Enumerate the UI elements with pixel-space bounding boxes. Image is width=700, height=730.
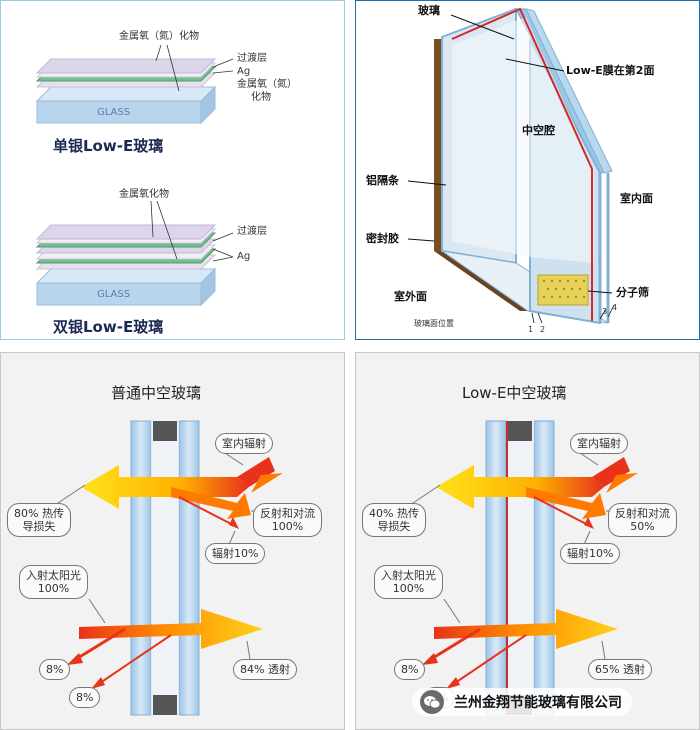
surface-number-3: 3	[602, 307, 608, 316]
normal-reflect-line1: 反射和对流	[260, 507, 315, 520]
normal-indoor-radiation-text: 室内辐射	[222, 437, 266, 450]
normal-radiation-line	[178, 496, 238, 528]
layer-structure-panel: 金属氧（氮）化物 过渡层 Ag 金属氧（氮） 化物 GLASS 单银Low-E玻…	[0, 0, 345, 340]
single-ag-label: Ag	[237, 66, 251, 77]
outdoor-label: 室外面	[394, 290, 427, 303]
normal-panel-title: 普通中空玻璃	[111, 384, 202, 402]
lowe-reflect-a-text: 8%	[401, 663, 419, 676]
double-glass-label: GLASS	[97, 289, 131, 300]
lowe-reflect-a-bubble: 8%	[394, 659, 426, 681]
normal-indoor-radiation-bubble: 室内辐射	[215, 433, 273, 455]
double-top-label: 金属氧化物	[119, 189, 169, 200]
normal-radiation-text: 辐射10%	[212, 547, 259, 560]
lowe-heat-loss-bubble: 40% 热传 导损失	[362, 503, 426, 538]
normal-transmit-text: 84% 透射	[240, 663, 290, 676]
normal-heat-arrow	[81, 465, 249, 509]
lowe-heat-arrow	[436, 465, 604, 509]
molecular-sieve-label: 分子筛	[616, 286, 649, 299]
normal-bottom-spacer	[153, 695, 177, 715]
single-bottom-label-2: 化物	[251, 92, 271, 103]
normal-reflect-a-bubble: 8%	[39, 659, 71, 681]
watermark-text: 兰州金翔节能玻璃有限公司	[454, 695, 622, 711]
normal-reflect-bubble: 反射和对流 100%	[253, 503, 322, 538]
normal-heat-loss-line1: 80% 热传	[14, 507, 64, 520]
lowe-reflect-line2: 50%	[630, 520, 655, 534]
lowe-solar-arrow	[434, 609, 618, 649]
normal-radiation-bubble: 辐射10%	[205, 543, 266, 565]
lowe-heat-loss-line2: 导损失	[377, 520, 411, 534]
layer-stack-drawing	[35, 44, 234, 307]
lowe-reflection-arrow	[526, 487, 606, 519]
double-silver-caption: 双银Low-E玻璃	[53, 318, 164, 336]
lowe-solar-line1: 入射太阳光	[381, 569, 436, 582]
glass-label: 玻璃	[418, 4, 440, 17]
lowe-glass-panel: Low-E中空玻璃 室内辐射 40% 热传 导损失 反射和对流 50% 辐射10…	[355, 352, 700, 730]
surface-number-2: 2	[540, 325, 546, 334]
normal-reflect-b-bubble: 8%	[69, 687, 101, 709]
lowe-film-line	[451, 7, 593, 321]
lowe-indoor-radiation-bubble: 室内辐射	[570, 433, 628, 455]
double-ag-label: Ag	[237, 251, 251, 262]
surface-number-4: 4	[612, 303, 618, 312]
normal-reflect-line2: 100%	[271, 520, 304, 534]
lowe-radiation-text: 辐射10%	[567, 547, 614, 560]
lowe-reflect-bubble: 反射和对流 50%	[608, 503, 677, 538]
surface-number-1: 1	[528, 325, 534, 334]
normal-heat-loss-bubble: 80% 热传 导损失	[7, 503, 71, 538]
spacer-label: 铝隔条	[366, 174, 399, 187]
normal-reflect-b-text: 8%	[76, 691, 94, 704]
lowe-radiation-bubble: 辐射10%	[560, 543, 621, 565]
single-silver-caption: 单银Low-E玻璃	[53, 137, 164, 155]
double-silver-stack	[35, 200, 234, 307]
normal-reflect-b-line	[96, 634, 172, 686]
lowe-panel-title: Low-E中空玻璃	[462, 384, 567, 402]
double-transition-label: 过渡层	[237, 226, 267, 237]
single-transition-label: 过渡层	[237, 53, 267, 64]
lowe-heat-loss-line1: 40% 热传	[369, 507, 419, 520]
lowe-transmit-text: 65% 透射	[595, 663, 645, 676]
lowe-reflect-a-line	[427, 627, 481, 663]
lowe-transmit-bubble: 65% 透射	[588, 659, 652, 681]
insulated-unit-panel: 玻璃 Low-E膜在第2面 中空腔 铝隔条 室内面 密封胶 室外面 分子筛 玻璃…	[355, 0, 700, 340]
lowe-glass-drawing	[409, 420, 638, 716]
surface-position-label: 玻璃面位置	[414, 319, 454, 328]
single-glass-label: GLASS	[97, 107, 131, 118]
normal-glass-panel: 普通中空玻璃 室内辐射 80% 热传 导损失 反射和对流 100% 辐射10% …	[0, 352, 345, 730]
normal-reflect-a-text: 8%	[46, 663, 64, 676]
normal-solar-line1: 入射太阳光	[26, 569, 81, 582]
lowe-top-spacer	[508, 421, 532, 441]
indoor-label: 室内面	[620, 192, 653, 205]
single-top-label: 金属氧（氮）化物	[119, 31, 199, 42]
normal-solar-bubble: 入射太阳光 100%	[19, 565, 88, 600]
normal-top-spacer	[153, 421, 177, 441]
lowe-reflect-line1: 反射和对流	[615, 507, 670, 520]
lowe-solar-bubble: 入射太阳光 100%	[374, 565, 443, 600]
normal-reflection-arrow	[171, 487, 251, 519]
lowe-inner-pane	[533, 420, 555, 716]
lowe-outer-pane	[485, 420, 507, 716]
wechat-icon	[420, 690, 444, 714]
company-watermark: 兰州金翔节能玻璃有限公司	[412, 688, 632, 716]
insulated-unit-drawing	[407, 7, 615, 325]
normal-reflect-a-line	[72, 627, 126, 663]
cavity-label: 中空腔	[522, 124, 555, 137]
sealant-label: 密封胶	[366, 232, 399, 245]
normal-solar-arrow	[79, 609, 263, 649]
normal-solar-line2: 100%	[37, 582, 70, 596]
normal-inner-pane	[178, 420, 200, 716]
lowe-film-label: Low-E膜在第2面	[566, 64, 655, 77]
lowe-reflect-b-line	[451, 634, 527, 686]
normal-transmit-bubble: 84% 透射	[233, 659, 297, 681]
normal-glass-drawing	[54, 420, 283, 716]
normal-heat-loss-line2: 导损失	[22, 520, 56, 534]
single-bottom-label-1: 金属氧（氮）	[237, 79, 297, 90]
lowe-radiation-line	[533, 496, 593, 528]
lowe-indoor-radiation-text: 室内辐射	[577, 437, 621, 450]
lowe-solar-line2: 100%	[392, 582, 425, 596]
normal-outer-pane	[130, 420, 152, 716]
single-silver-stack	[35, 44, 234, 125]
